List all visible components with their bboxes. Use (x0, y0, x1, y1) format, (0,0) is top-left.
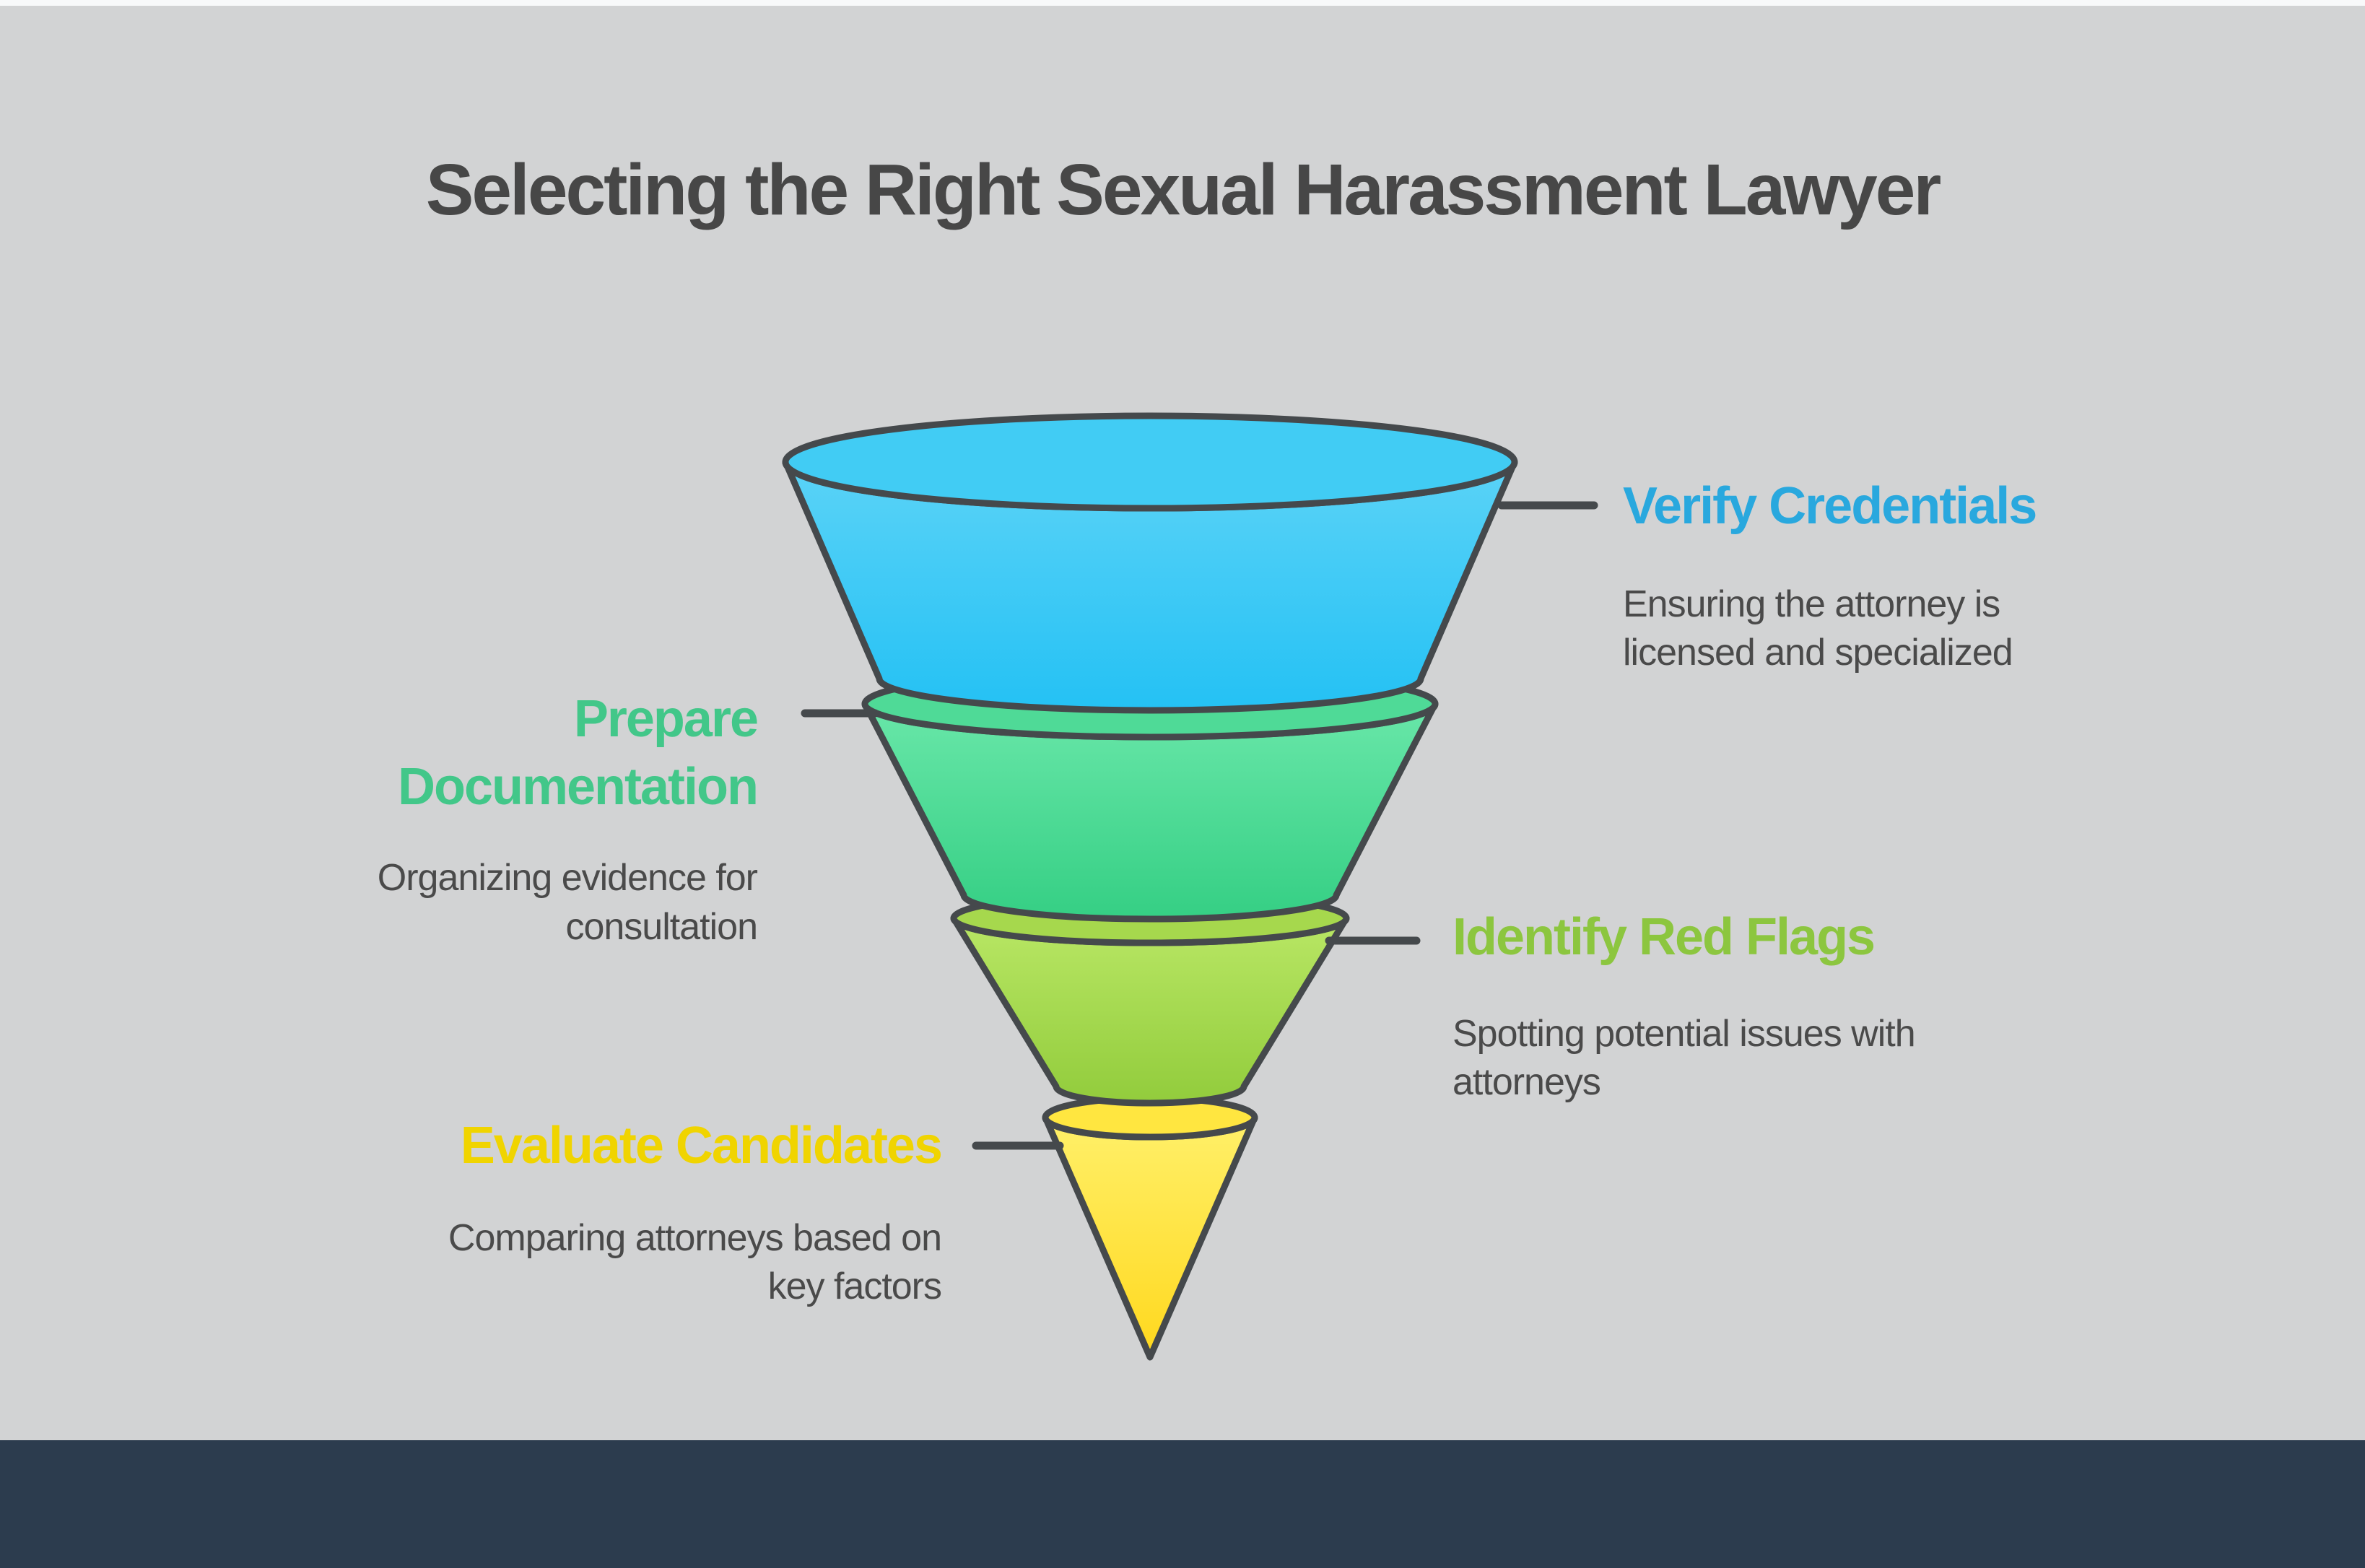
stage-2-description: Spotting potential issues with attorneys (1452, 1012, 1916, 1104)
top-edge-strip (0, 0, 2365, 6)
stage-1-label: Prepare Documentation (397, 690, 759, 816)
stage-annotation-verify-credentials: Verify Credentials Ensuring the attorney… (1623, 477, 2085, 678)
stage-0-label: Verify Credentials (1623, 477, 2037, 535)
stage-3-label: Evaluate Candidates (460, 1117, 943, 1175)
funnel-stage-3-body (1042, 1114, 1258, 1361)
stage-1-description: Organizing evidence for consultation (377, 857, 758, 948)
stage-2-label: Identify Red Flags (1452, 908, 1876, 966)
stage-annotation-prepare-documentation: Prepare Documentation Organizing evidenc… (266, 686, 759, 951)
stage-annotation-evaluate-candidates: Evaluate Candidates Comparing attorneys … (436, 1117, 943, 1312)
footer-bar (0, 1440, 2365, 1568)
funnel-stage-0-mouth (782, 412, 1518, 512)
stage-0-description: Ensuring the attorney is licensed and sp… (1623, 583, 2013, 674)
stage-annotation-identify-red-flags: Identify Red Flags Spotting potential is… (1452, 908, 1929, 1107)
page-title: Selecting the Right Sexual Harassment La… (425, 149, 1942, 230)
stage-3-description: Comparing attorneys based on key factors (448, 1216, 942, 1308)
